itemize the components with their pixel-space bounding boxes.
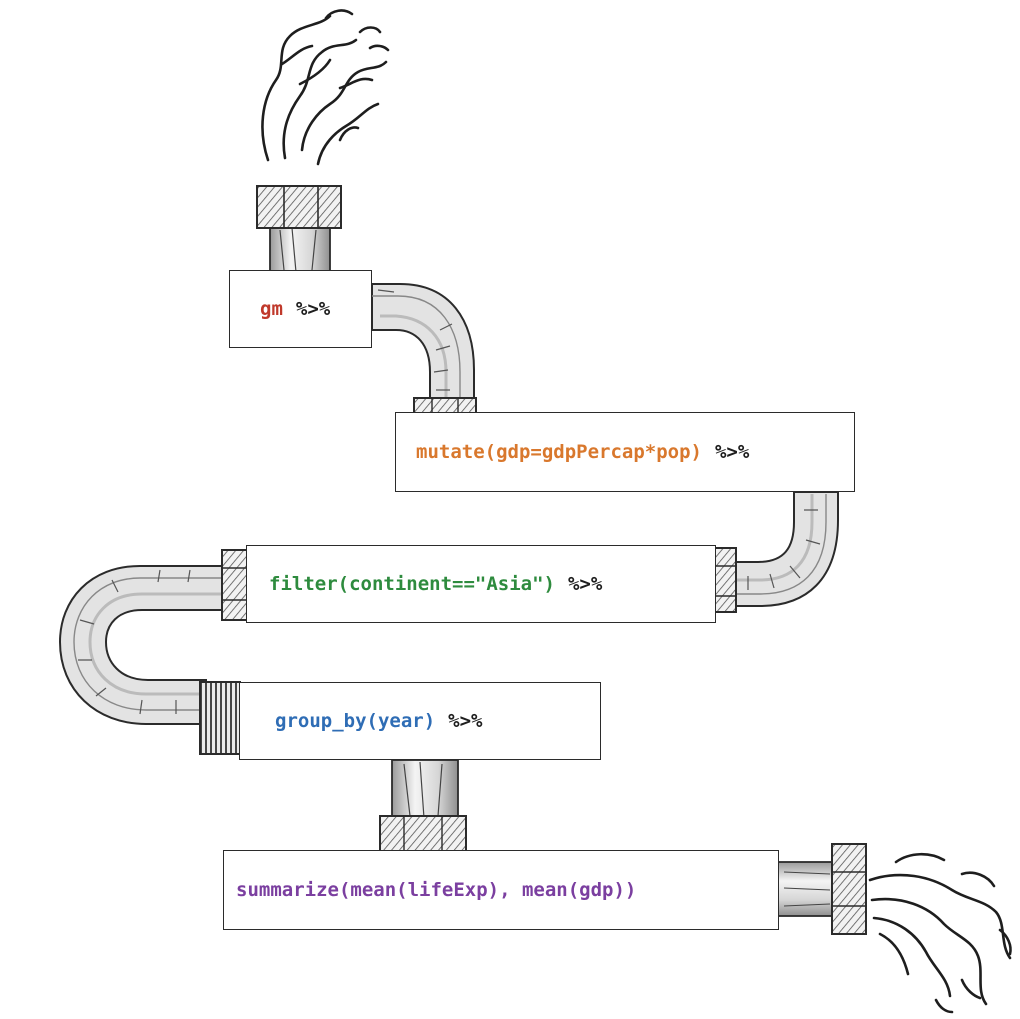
pipe-icon	[733, 491, 839, 607]
pipe-nut-icon	[199, 681, 241, 755]
pipe-icon	[777, 861, 837, 917]
code-text: group_by(year)	[275, 710, 436, 732]
pipe-icon	[391, 759, 459, 821]
pipeline-step-filter: filter(continent=="Asia") %>%	[246, 545, 716, 623]
pipe-operator: %>%	[714, 441, 750, 463]
water-splash-icon	[868, 852, 1012, 1014]
pipe-operator: %>%	[567, 573, 603, 595]
pipeline-step-gm: gm %>%	[229, 270, 372, 348]
pipe-nut-icon	[831, 843, 867, 935]
pipe-nut-icon	[379, 815, 467, 853]
pipe-nut-icon	[221, 549, 249, 621]
code-text: gm	[260, 298, 283, 320]
code-text: mutate(gdp=gdpPercap*pop)	[416, 441, 702, 463]
pipeline-step-mutate: mutate(gdp=gdpPercap*pop) %>%	[395, 412, 855, 492]
pipe-nut-icon	[256, 185, 342, 229]
pipe-icon	[371, 283, 475, 405]
code-text: filter(continent=="Asia")	[269, 573, 555, 595]
water-splash-icon	[261, 9, 390, 166]
pipe-operator: %>%	[448, 710, 483, 732]
pipeline-step-summarize: summarize(mean(lifeExp), mean(gdp))	[223, 850, 779, 930]
code-text: summarize(mean(lifeExp), mean(gdp))	[236, 879, 637, 901]
pipe-icon	[269, 223, 331, 275]
pipe-operator: %>%	[295, 298, 331, 320]
pipe-icon	[58, 565, 225, 725]
pipeline-step-group-by: group_by(year) %>%	[239, 682, 601, 760]
